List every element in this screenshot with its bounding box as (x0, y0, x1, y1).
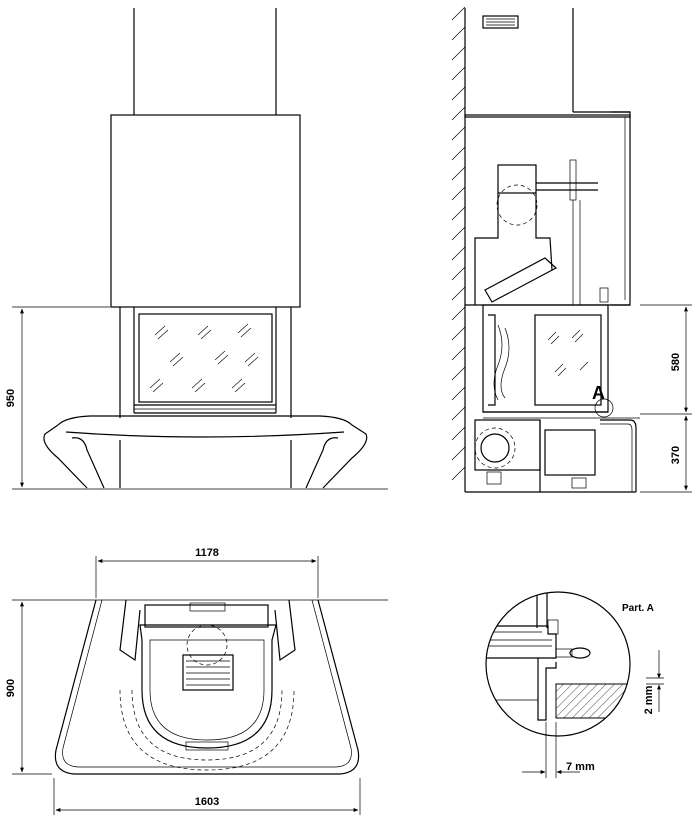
wall-hatching (451, 6, 466, 481)
vent-grille (482, 15, 519, 29)
stove-inner-plan (149, 639, 265, 741)
side-glass (534, 314, 602, 406)
hood-clip (599, 287, 609, 303)
door-hinge (488, 314, 496, 406)
plan-arc-outer (119, 689, 295, 771)
detail-title: Part. A (622, 603, 654, 614)
dim-2mm-label: 2 mm (643, 685, 655, 714)
base-block (544, 429, 596, 476)
plan-arc-inner (131, 689, 283, 761)
detail-a: 2 mm 7 mm Part. A (485, 591, 664, 778)
detail-bolt (555, 648, 573, 658)
foot-left (486, 471, 502, 485)
glass-reflections (149, 323, 259, 393)
dim-1603-label: 1603 (195, 796, 219, 808)
front-glass (138, 313, 273, 403)
detail-bolt-head (569, 647, 591, 659)
stove-body-plan (139, 624, 277, 749)
plan-hearth-inner-outline (62, 599, 352, 768)
bracket-left (119, 599, 141, 662)
stove-top (144, 604, 269, 628)
front-view: 950 (5, 8, 388, 490)
detail-circle (485, 591, 631, 737)
dim-370-label: 370 (670, 446, 682, 464)
hearth-outline-right (57, 415, 368, 489)
foot-right (571, 477, 587, 489)
dim-7mm-label: 7 mm (566, 761, 595, 773)
plan-hearth-outline (54, 599, 360, 775)
hearth-outline-left (43, 424, 88, 489)
detail-leg (537, 658, 557, 721)
hearth-top-curve (65, 431, 345, 438)
damper-lever (569, 159, 577, 201)
door-handle-curve (493, 324, 503, 401)
grate (182, 654, 234, 691)
flue-collar (497, 164, 537, 194)
plan-view: 1178 900 1603 (5, 547, 388, 815)
flue-circle (496, 184, 538, 226)
hood-front (611, 111, 631, 306)
firebox-body (482, 304, 609, 413)
baffle-plate (484, 257, 558, 303)
damper-rod (536, 182, 598, 191)
ash-box (474, 419, 541, 471)
bracket-right (274, 599, 296, 662)
hearth-leg-left (71, 437, 105, 489)
detail-a-marker: A (592, 383, 605, 403)
plan-flue-circle (186, 624, 228, 666)
flue-outlet (189, 602, 226, 612)
dim-1178-label: 1178 (195, 547, 219, 559)
smoke-channel (535, 193, 553, 271)
hearth-leg-right (305, 437, 339, 489)
hood (110, 114, 301, 308)
hood-top-line (464, 114, 631, 118)
dim-950-label: 950 (5, 389, 17, 407)
ash-drawer-plan (185, 741, 229, 751)
hearth-ledge (600, 419, 637, 492)
dim-580-label: 580 (670, 353, 682, 371)
dim-900-label: 900 (5, 679, 17, 697)
stove-back-upper (474, 193, 499, 305)
side-view: A 580 370 (451, 6, 692, 493)
detail-hearth-slab (555, 683, 630, 719)
detail-frame (486, 625, 557, 659)
detail-clip (547, 619, 559, 635)
air-inlet (480, 433, 510, 463)
detail-a-callout (594, 398, 614, 418)
